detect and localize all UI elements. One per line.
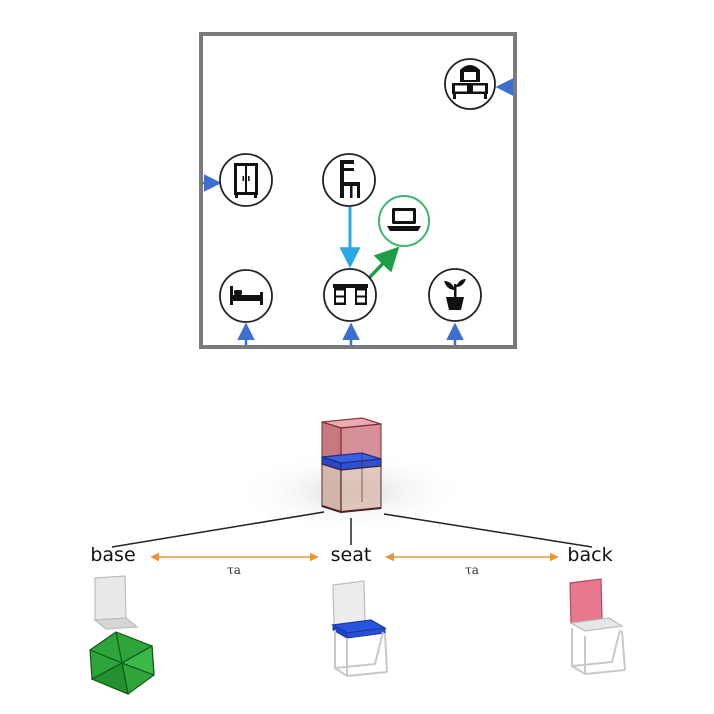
vanity-node: [444, 58, 496, 110]
plant-icon: [444, 279, 466, 310]
top-chair-boxes: [321, 417, 382, 513]
back-part-chair: [569, 578, 626, 675]
tree-edge-base: [111, 511, 325, 548]
relation-label-seat-back: τa: [465, 563, 479, 577]
laptop-node: [378, 195, 430, 247]
chair-icon: [340, 160, 360, 198]
base-part-chair: [89, 575, 155, 695]
desk-to-laptop-arrow: [366, 246, 400, 281]
desk-node: [323, 268, 377, 322]
chair-node: [322, 153, 376, 207]
bed-icon: [230, 286, 263, 305]
bed-node: [219, 269, 273, 323]
seat-part-chair: [331, 580, 388, 677]
desk-icon: [333, 284, 368, 305]
tree-edge-back: [383, 513, 593, 548]
plant-node: [428, 268, 482, 322]
room-layout: [199, 32, 517, 349]
wardrobe-node: [219, 153, 273, 207]
relation-label-base-seat: τa: [227, 563, 241, 577]
part-hierarchy: base seat back τa τa: [89, 417, 626, 695]
base-polyhedron: [89, 631, 155, 695]
vanity-table-icon: [452, 65, 488, 99]
wardrobe-icon: [234, 163, 258, 198]
laptop-icon: [387, 208, 421, 231]
part-label-seat: seat: [331, 544, 372, 566]
part-label-base: base: [90, 544, 135, 566]
part-label-back: back: [567, 544, 612, 566]
room-walls: [199, 32, 517, 349]
